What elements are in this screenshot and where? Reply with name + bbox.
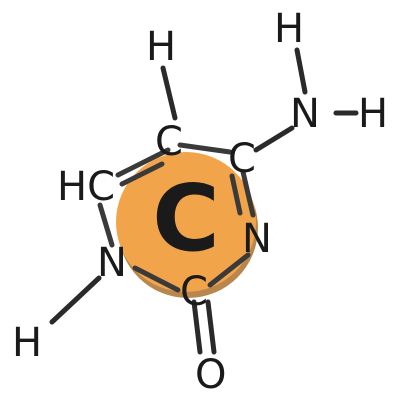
bond-nleft-hc — [97, 202, 115, 248]
bond-cbottom-o — [191, 299, 203, 355]
bond-ctop-cright — [177, 142, 233, 155]
bond-cright-n — [240, 169, 256, 218]
atom-h-top: H — [146, 24, 176, 70]
atom-c-right: C — [228, 136, 256, 182]
atom-o-bottom: O — [195, 352, 226, 397]
nucleobase-letter: C — [152, 165, 220, 272]
bond-n-cbottom — [207, 252, 251, 288]
atom-hc-left: HC — [57, 164, 115, 210]
bond-nleft-h — [49, 275, 102, 325]
atom-n-left: N — [97, 240, 127, 286]
atom-h-left: H — [12, 320, 42, 366]
bond-cbottom-o-double — [205, 299, 217, 355]
bond-ctop-hc — [115, 147, 171, 178]
atom-n-right: N — [242, 216, 272, 262]
atom-n-amine: N — [290, 91, 320, 137]
atom-h-amine-top: H — [274, 6, 304, 52]
bond-cright-n-double — [229, 173, 243, 216]
bond-ctop-hc-double — [119, 161, 165, 187]
atom-h-amine-right: H — [358, 91, 388, 137]
atom-c-top: C — [155, 119, 183, 165]
bond-cbottom-nleft — [132, 265, 181, 293]
bond-h-ctop — [160, 65, 178, 121]
bond-cright-namine — [253, 125, 295, 153]
atom-c-bottom: C — [180, 269, 208, 315]
bond-namine-htop — [294, 47, 308, 95]
ring-fill — [116, 152, 256, 292]
